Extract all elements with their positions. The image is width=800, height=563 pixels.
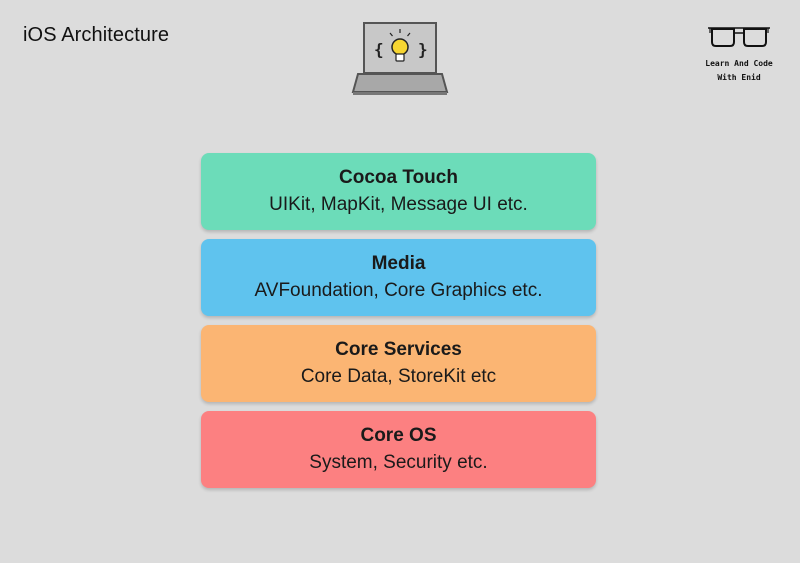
layer-name: Media xyxy=(371,252,426,274)
layer-media: Media AVFoundation, Core Graphics etc. xyxy=(201,239,596,316)
brand-logo: Learn And Code With Enid xyxy=(700,24,778,85)
layer-description: AVFoundation, Core Graphics etc. xyxy=(254,279,543,301)
layer-name: Core Services xyxy=(335,338,462,360)
layer-description: UIKit, MapKit, Message UI etc. xyxy=(269,193,528,215)
left-brace: { xyxy=(374,40,384,59)
brand-line-2: With Enid xyxy=(717,73,761,82)
right-brace: } xyxy=(418,40,428,59)
layer-name: Cocoa Touch xyxy=(339,166,458,188)
glasses-icon xyxy=(708,27,770,47)
layer-description: Core Data, StoreKit etc xyxy=(300,365,497,387)
layer-cocoa-touch: Cocoa Touch UIKit, MapKit, Message UI et… xyxy=(201,153,596,230)
layer-description: System, Security etc. xyxy=(309,451,488,473)
laptop-lightbulb-icon: { } xyxy=(350,20,450,103)
page-title: iOS Architecture xyxy=(23,24,170,46)
lightbulb-icon xyxy=(389,29,411,62)
layer-core-services: Core Services Core Data, StoreKit etc xyxy=(201,325,596,402)
layer-core-os: Core OS System, Security etc. xyxy=(201,411,596,488)
brand-line-1: Learn And Code xyxy=(705,59,773,68)
architecture-stack: Cocoa Touch UIKit, MapKit, Message UI et… xyxy=(201,153,596,497)
layer-name: Core OS xyxy=(360,424,437,446)
